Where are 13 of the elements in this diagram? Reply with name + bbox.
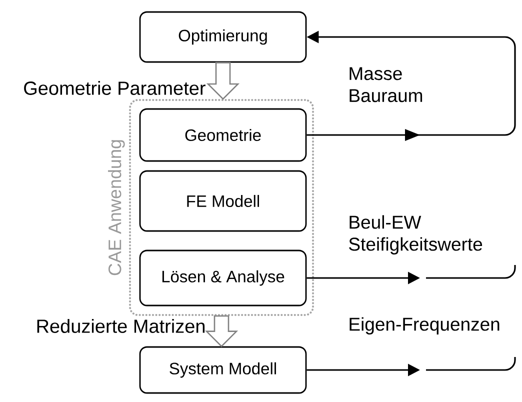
group-title: CAE Anwendung	[108, 140, 125, 276]
hollow-arrow	[206, 62, 240, 100]
process-box: System Modell	[139, 346, 307, 394]
hollow-arrow	[204, 315, 238, 348]
process-box: Lösen & Analyse	[139, 250, 307, 306]
edge-label: Eigen-Frequenzen	[350, 317, 500, 334]
process-box: Optimierung	[139, 11, 307, 63]
edge-label: Beul-EW Steifigkeitswerte	[349, 215, 482, 254]
process-box: Geometrie	[139, 108, 307, 162]
edge-label: Reduzierte Matrizen	[37, 319, 205, 333]
edge-label: Geometrie Parameter	[24, 81, 206, 95]
process-box: FE Modell	[139, 170, 307, 232]
edge-label: Masse Bauraum	[350, 67, 422, 102]
